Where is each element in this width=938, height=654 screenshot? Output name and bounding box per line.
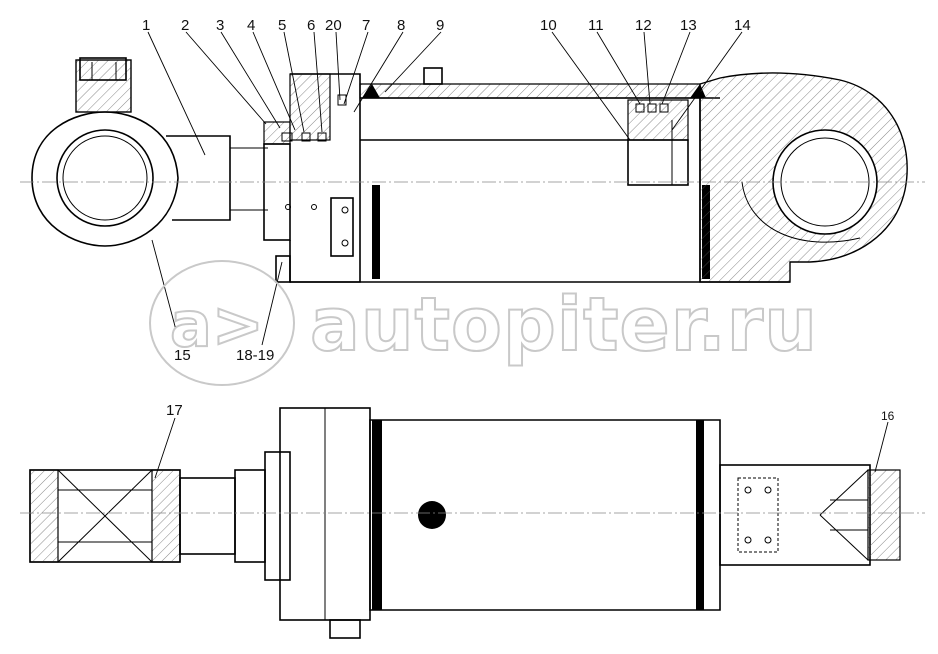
label-part-10: 10: [540, 17, 557, 34]
watermark: a> autopiter.ru: [149, 260, 818, 386]
label-part-1: 1: [142, 17, 150, 34]
bottom-external-view: [20, 407, 925, 639]
label-part-8: 8: [397, 17, 405, 34]
label-part-7: 7: [362, 17, 370, 34]
label-part-9: 9: [436, 17, 444, 34]
label-part-4: 4: [247, 17, 255, 34]
label-part-12: 12: [635, 17, 652, 34]
watermark-site: autopiter.ru: [310, 282, 818, 368]
label-part-14: 14: [734, 17, 751, 34]
leader-lines-top: [147, 31, 743, 346]
label-part-16: 16: [881, 409, 895, 423]
label-part-17: 17: [166, 402, 183, 419]
label-part-3: 3: [216, 17, 224, 34]
part-labels: 1 2 3 4 5 6 20 7 8 9 10 11 12 13 14 15 1…: [142, 17, 895, 423]
top-sectional-view: [20, 57, 925, 283]
label-part-18-19: 18-19: [236, 347, 274, 364]
right-eye: [699, 72, 908, 283]
left-eye: [31, 57, 268, 247]
label-part-13: 13: [680, 17, 697, 34]
label-part-15: 15: [174, 347, 191, 364]
label-part-20: 20: [325, 17, 342, 34]
gland-head: [263, 73, 361, 283]
label-part-11: 11: [588, 17, 604, 34]
label-part-6: 6: [307, 17, 315, 34]
label-part-2: 2: [181, 17, 189, 34]
piston: [627, 99, 689, 186]
label-part-5: 5: [278, 17, 286, 34]
watermark-logo: a>: [170, 288, 264, 361]
